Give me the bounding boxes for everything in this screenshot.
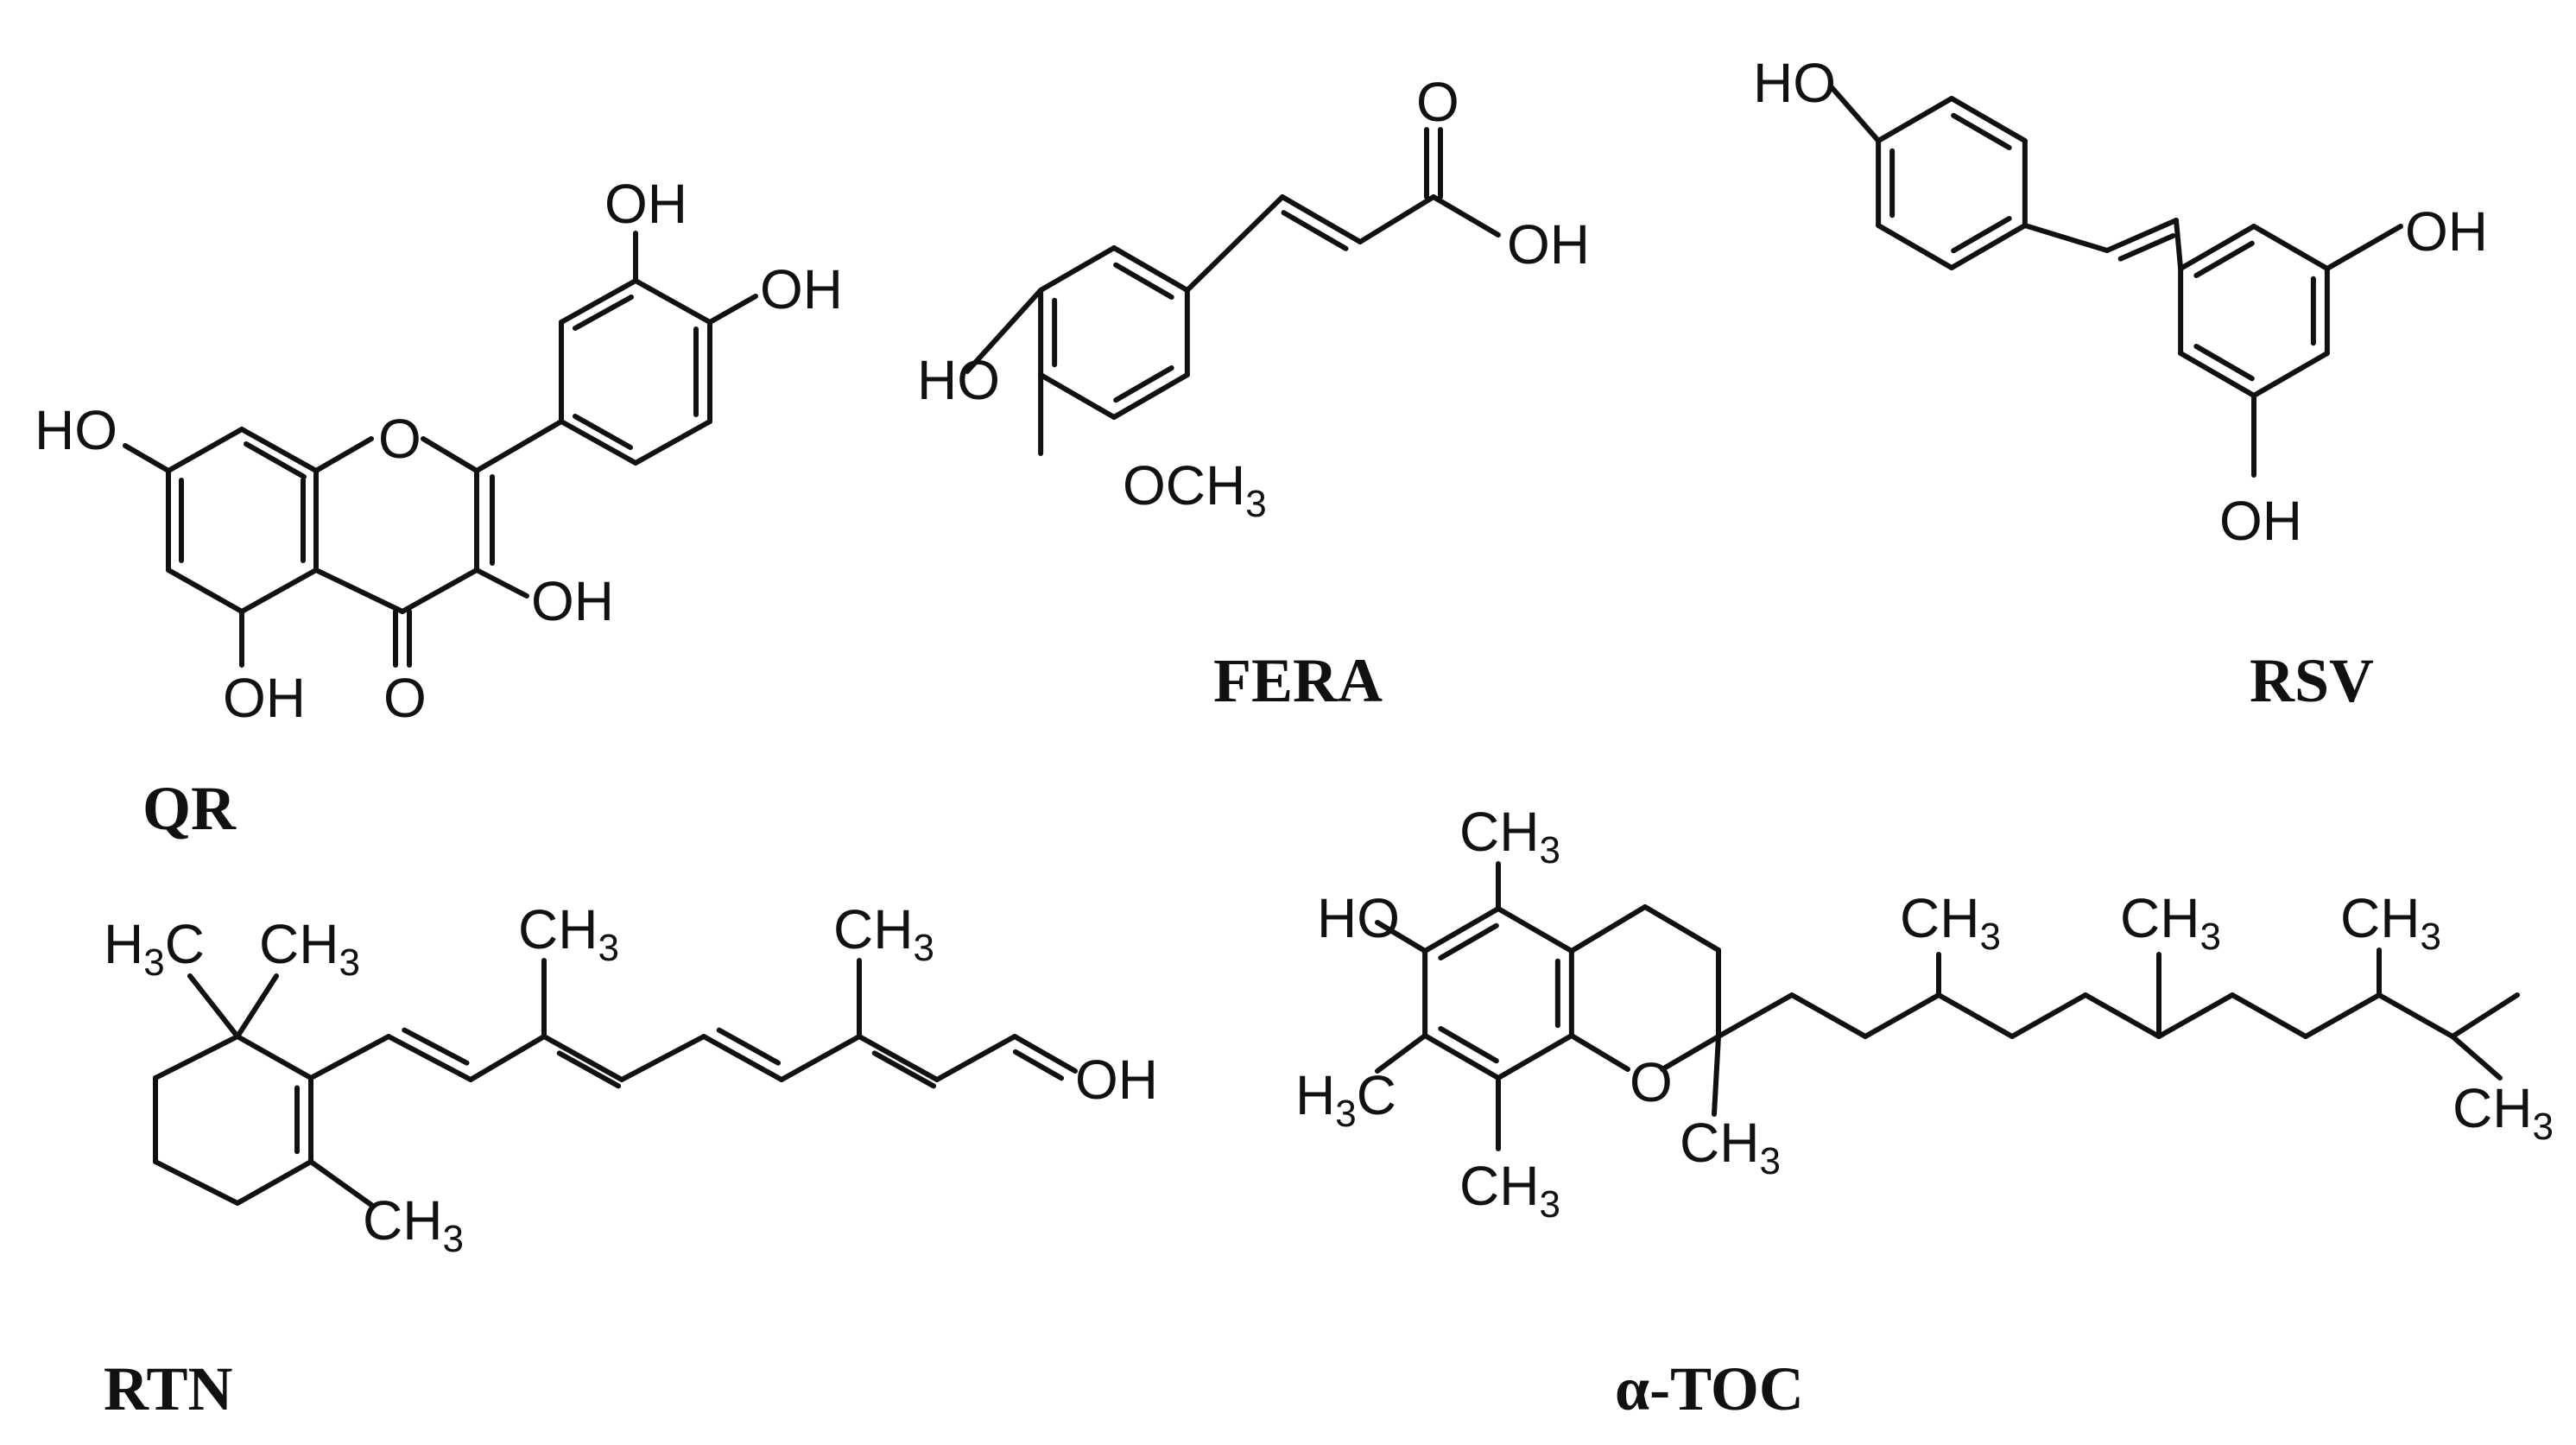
fera-caption: FERA <box>1213 646 1383 715</box>
qr-label: O <box>378 408 421 470</box>
rtn-label: CH3 <box>363 1189 464 1260</box>
rtn-caption: RTN <box>104 1354 232 1423</box>
molecule-qr: OH OH HO O OH OH O QR <box>35 173 843 843</box>
rsv-label: HO <box>1753 52 1836 114</box>
rsv-caption: RSV <box>2250 646 2374 715</box>
rsv-label: OH <box>2219 490 2302 552</box>
fera-label: OH <box>1507 213 1590 276</box>
rsv-label: OH <box>2405 200 2488 263</box>
atoc-bonds <box>1375 861 2520 1151</box>
atoc-label: CH3 <box>2453 1077 2554 1148</box>
fera-label: HO <box>917 349 1000 411</box>
rtn-bonds <box>153 958 1078 1207</box>
qr-label: OH <box>223 667 306 729</box>
rtn-label: CH3 <box>518 898 619 969</box>
rtn-label: H3C <box>104 913 205 984</box>
atoc-label: CH3 <box>1900 887 2001 958</box>
qr-label: OH <box>760 258 843 320</box>
fera-label: OCH3 <box>1123 454 1267 525</box>
fera-bonds <box>965 127 1501 456</box>
atoc-label: CH3 <box>1459 801 1560 871</box>
rsv-bonds <box>1828 84 2403 478</box>
qr-atoms: OH OH HO O OH OH O <box>35 173 843 729</box>
atoc-label: O <box>1630 1051 1673 1113</box>
atoc-label: CH3 <box>2340 887 2441 958</box>
atoc-label: CH3 <box>1680 1112 1781 1182</box>
atoc-label: H3C <box>1295 1064 1396 1135</box>
rtn-label: OH <box>1075 1049 1158 1111</box>
rtn-label: CH3 <box>259 913 360 984</box>
qr-caption: QR <box>142 774 237 843</box>
qr-label: OH <box>604 173 687 235</box>
atoc-label: CH3 <box>2120 887 2221 958</box>
qr-bonds <box>123 231 758 668</box>
atoc-caption: α-TOC <box>1615 1354 1804 1423</box>
atoc-label: HO <box>1317 887 1400 949</box>
atoc-label: CH3 <box>1459 1155 1560 1226</box>
molecule-rsv: HO OH OH RSV <box>1753 52 2488 715</box>
qr-label: HO <box>35 399 117 461</box>
fera-label: O <box>1416 71 1459 133</box>
rtn-label: CH3 <box>833 898 934 969</box>
qr-label: OH <box>531 570 614 632</box>
qr-label: O <box>383 667 427 729</box>
